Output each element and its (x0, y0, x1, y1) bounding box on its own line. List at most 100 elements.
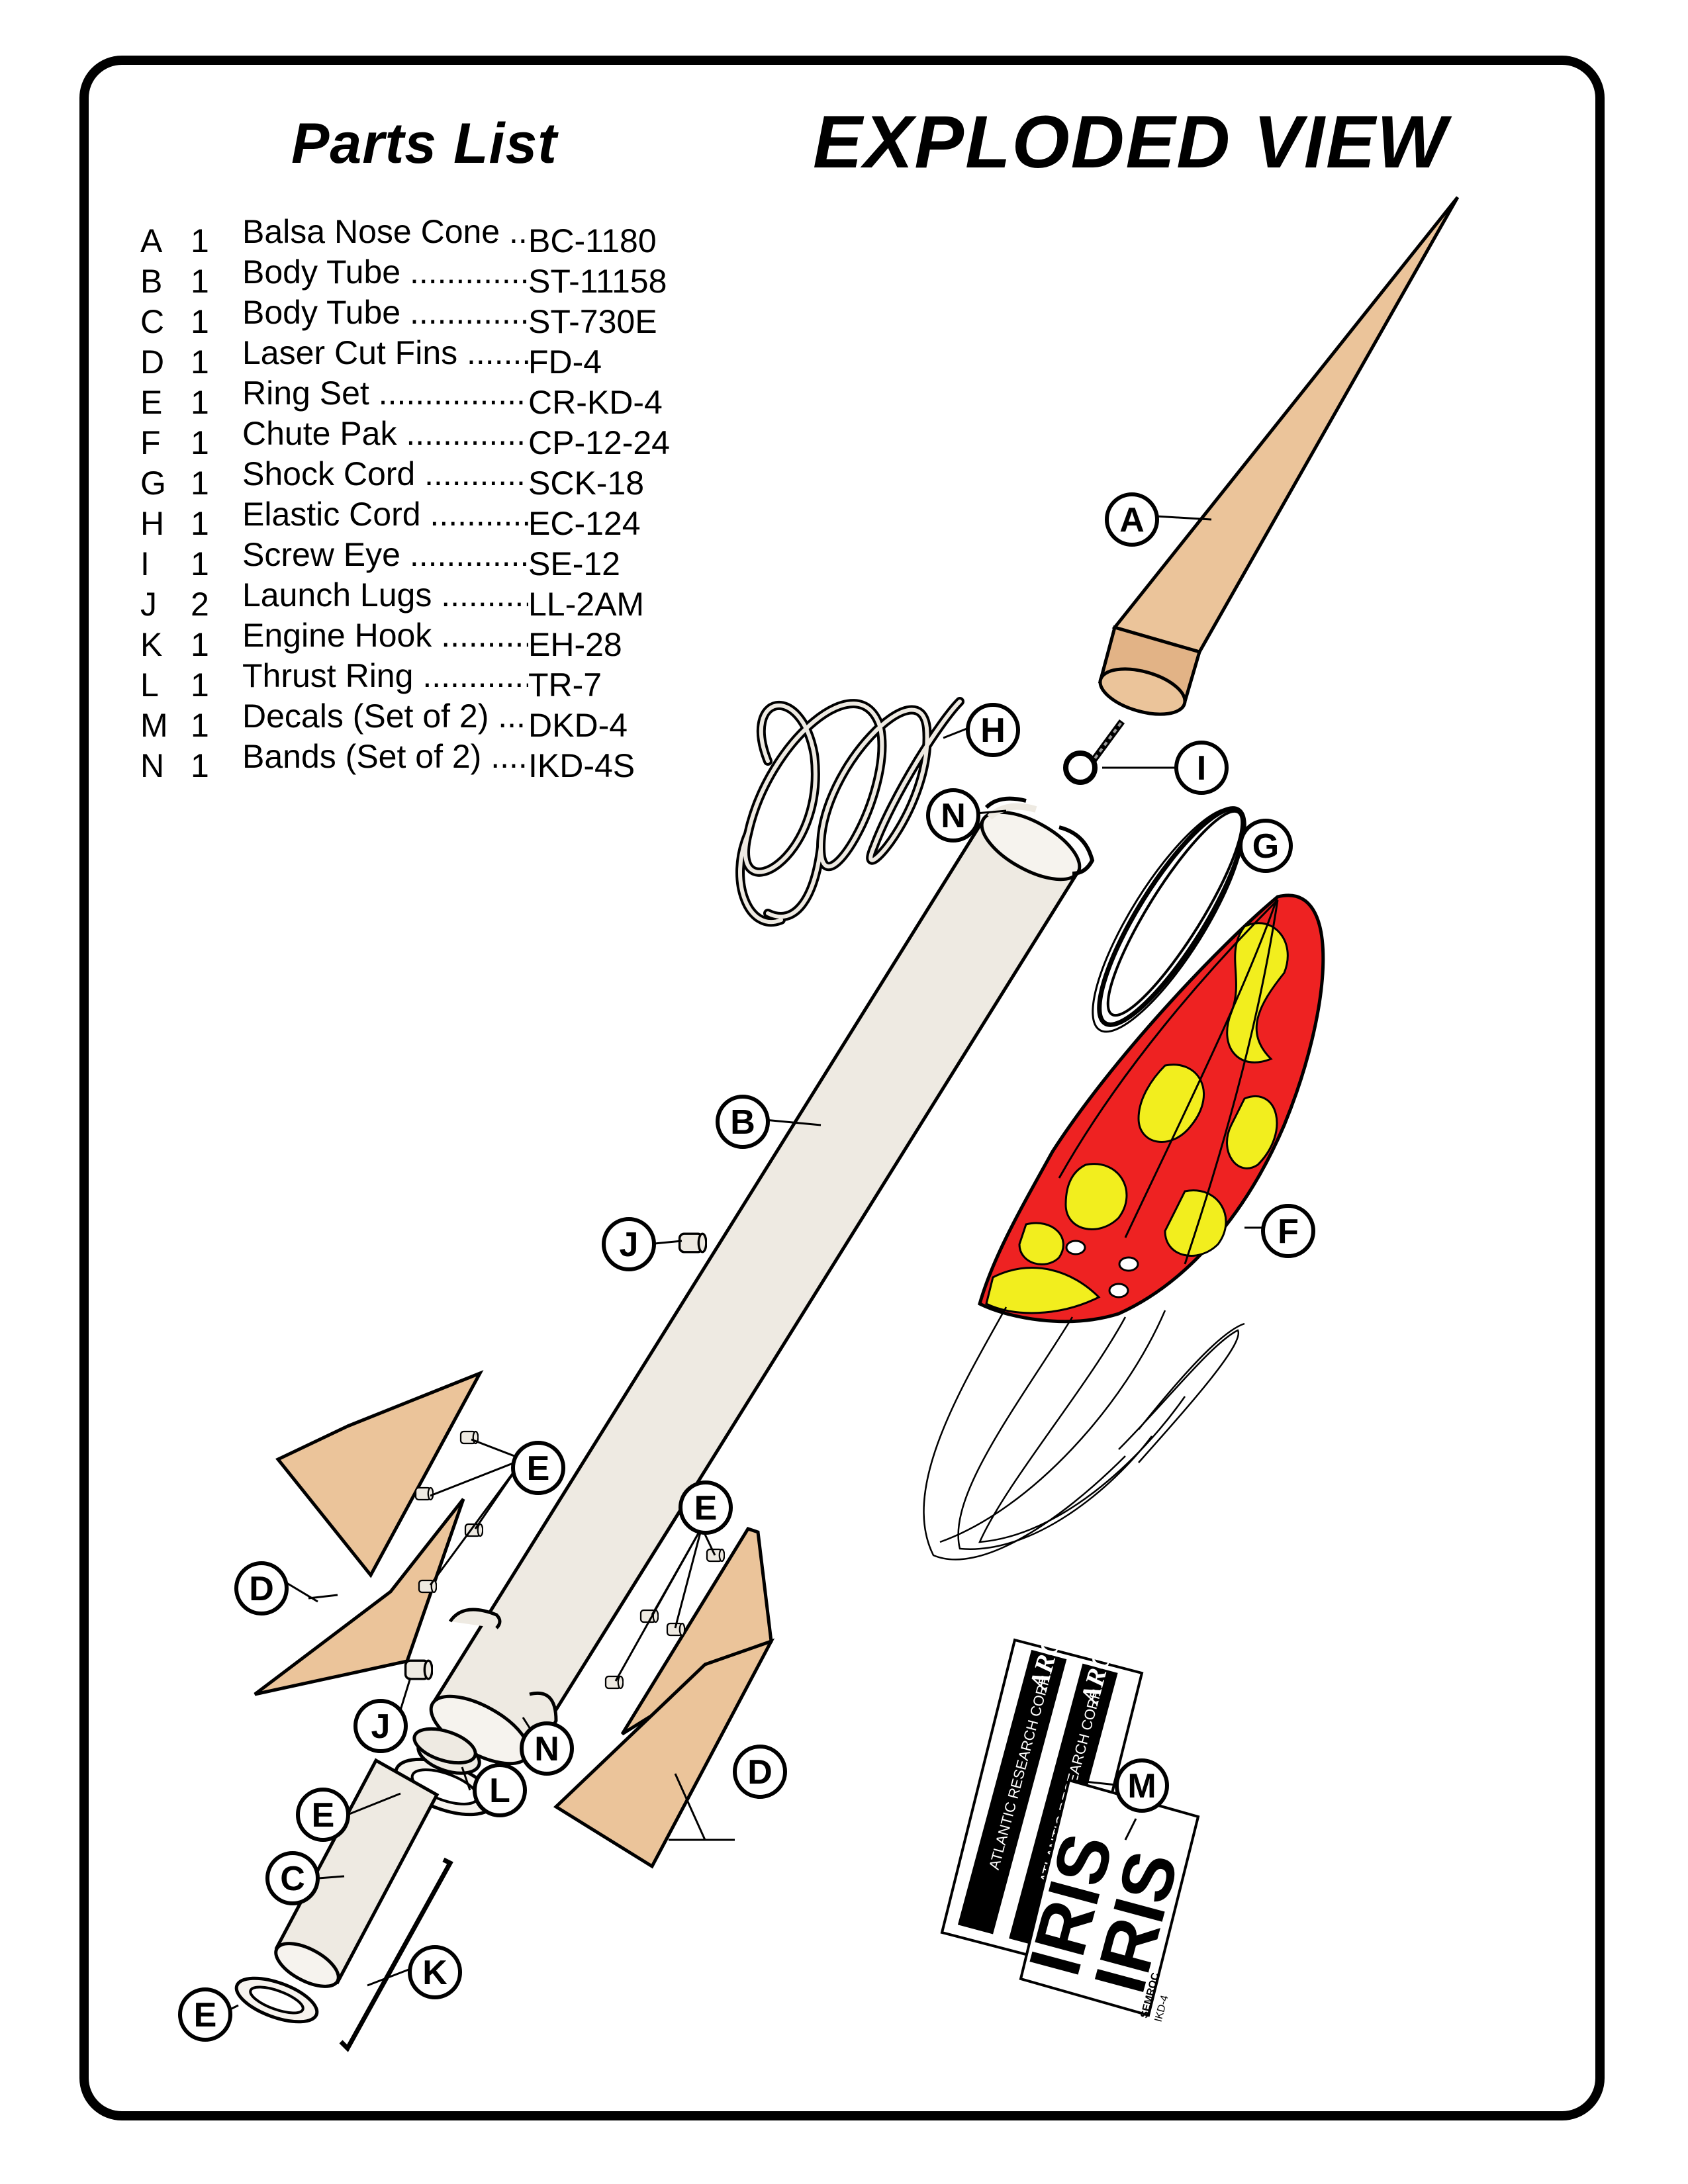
part-quantity: 1 (191, 384, 209, 421)
callout-h: H (966, 703, 1020, 757)
callout-d-text: D (249, 1570, 274, 1608)
part-letter: J (140, 586, 157, 623)
part-letter: M (140, 707, 168, 744)
parts-list-heading: Parts List (291, 112, 557, 175)
callout-c: C (265, 1851, 320, 1905)
callout-d-left: D (234, 1561, 289, 1615)
part-code: IKD-4S (528, 747, 635, 784)
callout-j-text: J (371, 1707, 391, 1746)
callout-j-text: J (620, 1226, 639, 1264)
callout-a: A (1105, 492, 1159, 547)
part-name: Decals (Set of 2) (242, 696, 528, 737)
callout-e-4: E (178, 1987, 232, 2042)
parts-list-row: F1 Chute PakCP-12-24 (140, 414, 727, 461)
part-quantity: 1 (191, 666, 209, 704)
part-quantity: 1 (191, 263, 209, 300)
part-quantity: 1 (191, 505, 209, 542)
callout-f-text: F (1278, 1212, 1299, 1251)
centering-rings (234, 1430, 725, 2024)
callout-m: M (1115, 1758, 1169, 1813)
part-name: Bands (Set of 2) (242, 737, 528, 777)
part-code: TR-7 (528, 666, 602, 704)
leader-lines (224, 515, 1278, 2013)
callout-e-2: E (679, 1480, 733, 1535)
callout-i-text: I (1197, 749, 1206, 788)
part-letter: F (140, 424, 161, 461)
callout-d-text: D (747, 1753, 773, 1792)
callout-b: B (716, 1095, 770, 1149)
part-name: Balsa Nose Cone (242, 212, 528, 252)
part-letter: G (140, 465, 166, 502)
part-quantity: 1 (191, 424, 209, 461)
fins (254, 1370, 775, 1869)
part-quantity: 1 (191, 626, 209, 663)
callout-e-text: E (312, 1796, 335, 1835)
part-quantity: 1 (191, 465, 209, 502)
launch-lug (404, 1659, 433, 1680)
part-name: Laser Cut Fins (242, 333, 528, 373)
callout-k-text: K (422, 1954, 447, 1992)
engine-hook (339, 1857, 453, 2052)
part-letter: E (140, 384, 163, 421)
part-quantity: 1 (191, 343, 209, 381)
part-name: Chute Pak (242, 414, 528, 454)
part-code: SCK-18 (528, 465, 645, 502)
part-code: LL-2AM (528, 586, 645, 623)
part-letter: A (140, 222, 163, 259)
part-letter: H (140, 505, 165, 542)
part-quantity: 1 (191, 707, 209, 744)
part-quantity: 1 (191, 545, 209, 582)
part-code: CP-12-24 (528, 424, 670, 461)
parts-list-row: J2 Launch LugsLL-2AM (140, 575, 727, 623)
part-quantity: 1 (191, 747, 209, 784)
callout-g: G (1239, 819, 1293, 873)
part-name: Body Tube (242, 252, 528, 293)
part-quantity: 1 (191, 222, 209, 259)
callout-k: K (408, 1945, 462, 1999)
page-border (79, 56, 1605, 2120)
part-name: Body Tube (242, 293, 528, 333)
part-code: ST-730E (528, 303, 657, 340)
callout-e-text: E (194, 1996, 217, 2034)
part-name: Shock Cord (242, 454, 528, 494)
callout-n-text: N (534, 1730, 559, 1768)
screw-eye (1063, 719, 1125, 785)
part-letter: D (140, 343, 165, 381)
callout-c-text: C (280, 1860, 305, 1898)
part-code: EH-28 (528, 626, 622, 663)
part-letter: C (140, 303, 165, 340)
launch-lug (678, 1232, 707, 1253)
callout-l-text: L (489, 1772, 510, 1810)
part-code: CR-KD-4 (528, 384, 663, 421)
parts-list-row: M1 Decals (Set of 2)DKD-4 (140, 696, 727, 744)
part-quantity: 2 (191, 586, 209, 623)
part-code: DKD-4 (528, 707, 628, 744)
part-name: Screw Eye (242, 535, 528, 575)
callout-n-2: N (520, 1721, 574, 1776)
callout-g-text: G (1252, 827, 1279, 866)
callout-n-1: N (926, 788, 980, 842)
callout-e-text: E (527, 1449, 550, 1488)
parts-list-row: G1 Shock CordSCK-18 (140, 454, 727, 502)
callout-e-3: E (296, 1788, 350, 1842)
exploded-view-heading: EXPLODED VIEW (813, 101, 1448, 183)
callout-j-2: J (353, 1699, 408, 1753)
part-name: Ring Set (242, 373, 528, 414)
part-letter: L (140, 666, 159, 704)
callout-e-text: E (694, 1489, 718, 1527)
parts-list-row: E1 Ring SetCR-KD-4 (140, 373, 727, 421)
callout-n-text: N (941, 797, 966, 835)
part-code: FD-4 (528, 343, 602, 381)
parts-list-row: D1 Laser Cut FinsFD-4 (140, 333, 727, 381)
part-name: Engine Hook (242, 615, 528, 656)
parachute (923, 893, 1325, 1561)
part-name: Launch Lugs (242, 575, 528, 615)
part-name: Elastic Cord (242, 494, 528, 535)
